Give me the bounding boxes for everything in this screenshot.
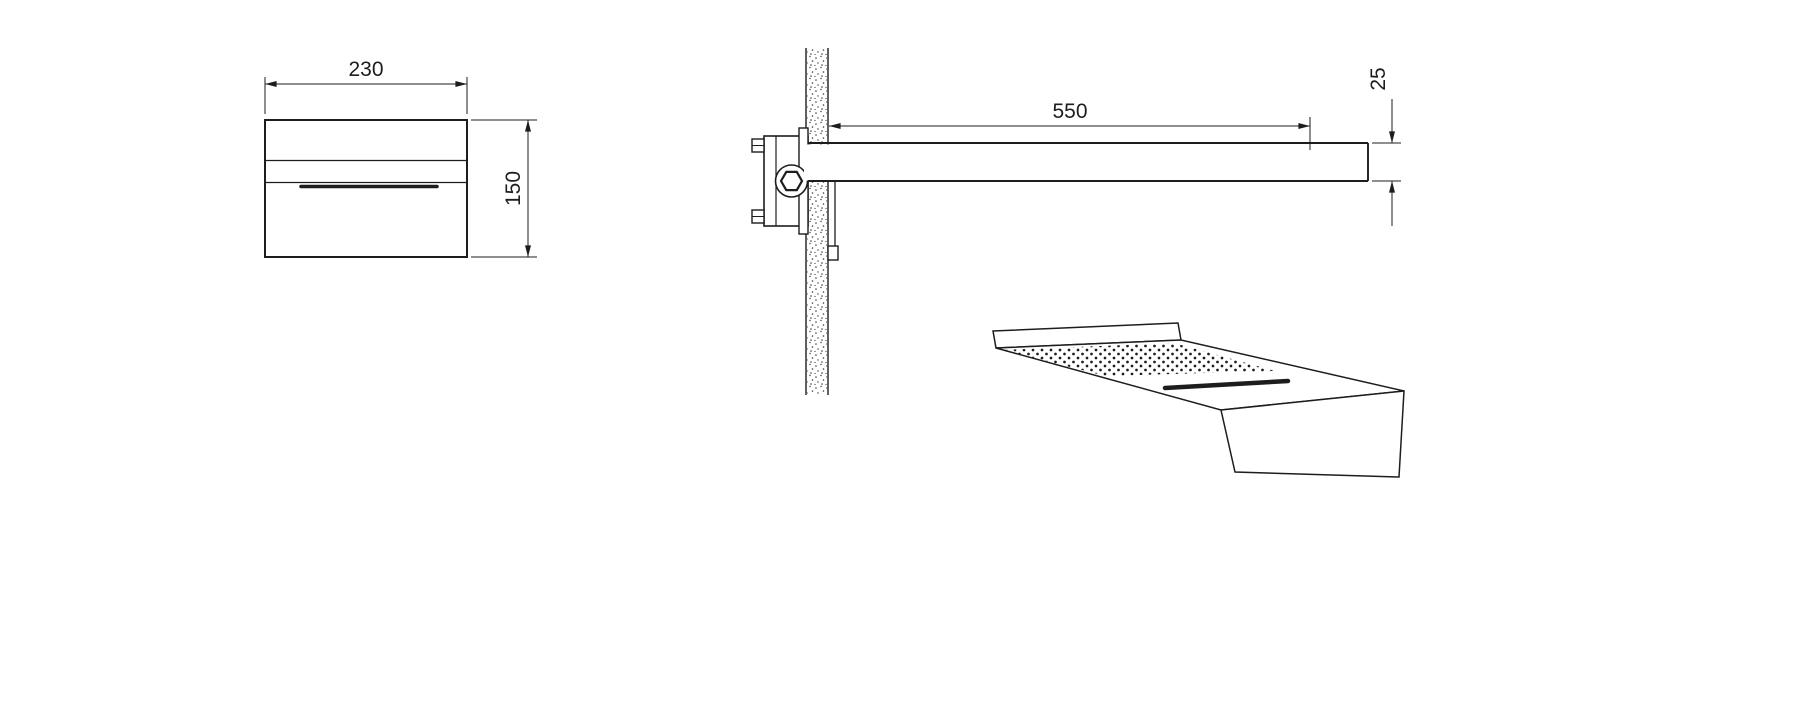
iso-waterfall-slot — [1162, 378, 1291, 391]
dimension-arm-thickness: 25 — [1367, 67, 1401, 226]
wall-opening — [804, 144, 830, 181]
wall-trim-plate-foot — [827, 245, 839, 261]
iso-spray-nozzle-field — [1002, 343, 1275, 376]
dim-arm-length-label: 550 — [1052, 100, 1087, 123]
front-view: 230 150 — [264, 58, 537, 258]
hex-socket-icon — [779, 170, 804, 192]
isometric-view — [992, 322, 1405, 478]
dim-arm-thickness-label: 25 — [1367, 67, 1390, 90]
fixing-bolt-head — [774, 164, 809, 198]
dimension-front-height: 150 — [471, 119, 537, 258]
dim-front-height-label: 150 — [502, 171, 525, 206]
mounting-bracket — [751, 127, 809, 235]
dim-front-width-label: 230 — [348, 58, 383, 81]
iso-spout-body-face — [1220, 390, 1405, 478]
dimension-front-width: 230 — [264, 58, 468, 114]
spout-arm-profile — [808, 142, 1369, 182]
front-view-outline — [264, 119, 468, 258]
dimension-arm-length: 550 — [829, 100, 1311, 150]
wall-section-hatch — [807, 49, 827, 394]
side-view: 550 25 — [751, 48, 1401, 395]
